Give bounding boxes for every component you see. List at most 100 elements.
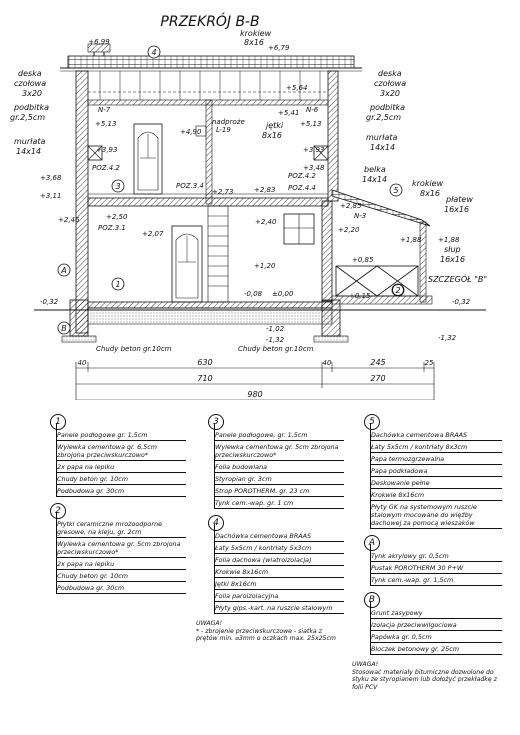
legend-row: 2x papa na lepiku: [57, 558, 186, 570]
legend-box-4: Dachówka cementowa BRAAS Łaty 5x5cm / ko…: [214, 524, 344, 614]
label-belka: belka: [364, 165, 386, 174]
level-m032a: -0,32: [40, 298, 59, 306]
legend-row: Tynk cem.-wap. gr. 1,5cm: [371, 574, 502, 586]
terrace-slab: [331, 295, 433, 305]
label-szczegol: SZCZEGÓŁ "B": [428, 273, 487, 284]
legend-row: Papówka gr. 0,5cm: [371, 631, 502, 643]
legend-row: Łaty 5x5cm / kontrłaty 8x3cm: [371, 441, 502, 453]
label-deska-left: deska: [18, 69, 42, 78]
legend-row: Tynk cem.-wap. gr. 1 cm: [215, 497, 344, 509]
level-311: +3,11: [40, 192, 61, 200]
legend-box-2: Płytki ceramiczne mrozoodporne gresowe, …: [56, 512, 186, 594]
label-murlata-right2: 14x14: [370, 143, 395, 152]
legend-row: Deskowanie pełne: [371, 477, 502, 489]
dim-630: 630: [197, 358, 212, 367]
label-slup: słup: [444, 245, 461, 254]
legend-group-a: A Tynk akrylowy gr. 0,5cm Pustak POROTHE…: [352, 535, 502, 586]
legend-row: Chudy beton gr. 10cm: [57, 473, 186, 485]
dim-40a: 40: [78, 359, 87, 367]
legend-box-1: Panele podłogowe gr. 1,5cm Wylewka cemen…: [56, 423, 186, 497]
legend-marker-b: B: [364, 592, 380, 608]
legend-row: Dachówka cementowa BRAAS: [371, 429, 502, 441]
dim-40b: 40: [323, 359, 332, 367]
roof-tiles: [67, 55, 355, 69]
legend-row: Styropian gr. 3cm: [215, 473, 344, 485]
foundation-right: [321, 299, 341, 337]
wall-right-upper: [327, 70, 339, 202]
terrace-post: [419, 221, 427, 303]
legend-row: Wylewka cementowa gr. 5cm zbrojona przec…: [215, 441, 344, 461]
wall-right-lower: [321, 200, 333, 302]
label-murlata-right: murłata: [366, 133, 397, 142]
legend-group-1: 1 Panele podłogowe gr. 1,5cm Wylewka cem…: [38, 414, 186, 497]
level-207: +2,07: [142, 230, 164, 238]
level-250: +2,50: [106, 213, 128, 221]
dim-245: 245: [370, 358, 385, 367]
level-513b: +5,13: [300, 120, 321, 128]
level-285: +2,85: [340, 202, 362, 210]
legend-group-b: B Grunt zasypowy Izolacja przeciwwilgoci…: [352, 592, 502, 655]
marker-5: 5: [393, 186, 398, 195]
label-n6: N-6: [306, 106, 319, 114]
level-000: ±0,00: [272, 290, 294, 298]
dim-270: 270: [370, 374, 385, 383]
marker-1: 1: [115, 280, 120, 289]
legend-note-right: UWAGA! Stosować materiały bitumiczne doz…: [352, 661, 502, 691]
label-murlata-left: murłata: [14, 137, 45, 146]
label-poz42a: POZ.4.2: [92, 164, 120, 172]
level-m132a: -1,32: [266, 336, 285, 344]
label-jetki: jętki: [265, 121, 284, 130]
legend-row: Płytki ceramiczne mrozoodporne gresowe, …: [57, 518, 186, 538]
ground-slab: [87, 301, 333, 309]
level-220: +2,20: [338, 226, 360, 234]
legend-row: Płyty GK na systemowym ruszcie stalowym …: [371, 501, 502, 529]
legend-row: Papa termozgrzewalna: [371, 453, 502, 465]
level-393b: +3,93: [303, 146, 324, 154]
marker-3: 3: [115, 182, 120, 191]
marker-4: 4: [151, 48, 156, 57]
legend-row: Strop POROTHERM. gr. 23 cm: [215, 485, 344, 497]
wall-left: [75, 70, 89, 334]
label-krokiew-top-size: 8x16: [244, 38, 264, 47]
legend-marker-5: 5: [364, 414, 380, 430]
label-jetki-size: 8x16: [262, 131, 282, 140]
note-right-text: Stosować materiały bitumiczne dozwolone …: [352, 668, 497, 691]
label-n7: N-7: [98, 106, 111, 114]
label-deska-right3: 3x20: [380, 89, 400, 98]
legend-marker-1: 1: [50, 414, 66, 430]
level-246: +2,46: [58, 216, 80, 224]
legend-row: Pustak POROTHERM 30 P+W: [371, 562, 502, 574]
legend-note-mid: UWAGA! * - zbrojenie przeciwskurczowe - …: [196, 620, 344, 643]
stairs: [207, 205, 229, 303]
label-krokiew-top: krokiew: [240, 29, 272, 38]
legend-row: Panele podłogowe, gr. 1,5cm: [215, 429, 344, 441]
label-poz31: POZ.3.1: [98, 224, 126, 232]
legend-col-1: 1 Panele podłogowe gr. 1,5cm Wylewka cem…: [38, 414, 186, 594]
terrace-railing: [335, 265, 419, 297]
level-085: +0,85: [352, 256, 374, 264]
note-right-title: UWAGA!: [352, 661, 379, 668]
level-541: +5,41: [278, 109, 299, 117]
level-008: -0,08: [244, 290, 263, 298]
level-490: +4,90: [180, 128, 202, 136]
level-564: +5,64: [286, 84, 307, 92]
dim-980: 980: [247, 390, 262, 399]
legend-box-3: Panele podłogowe, gr. 1,5cm Wylewka ceme…: [214, 423, 344, 509]
legend-col-2: 3 Panele podłogowe, gr. 1,5cm Wylewka ce…: [196, 414, 344, 643]
marker-b: B: [61, 324, 67, 333]
legend-group-5: 5 Dachówka cementowa BRAAS Łaty 5x5cm / …: [352, 414, 502, 529]
label-platew: płatew: [445, 195, 473, 204]
legend-row: Folia paroizolacyjna: [215, 590, 344, 602]
level-m132b: -1,32: [438, 334, 457, 342]
dim-25: 25: [425, 359, 434, 367]
label-murlata-left2: 14x14: [16, 147, 41, 156]
legend-row: Izolacja przeciwwilgociowa: [371, 619, 502, 631]
level-240: +2,40: [255, 218, 277, 226]
label-poz44: POZ.4.4: [288, 184, 316, 192]
legend-row: Panele podłogowe gr. 1,5cm: [57, 429, 186, 441]
floor-slab-1: [87, 197, 329, 207]
level-188b: +1,88: [438, 236, 460, 244]
legend-col-3: 5 Dachówka cementowa BRAAS Łaty 5x5cm / …: [352, 414, 502, 691]
label-podbitka-left2: gr.2,5cm: [10, 113, 45, 122]
legend-row: Folia dachowa (wiatroizolacja): [215, 554, 344, 566]
